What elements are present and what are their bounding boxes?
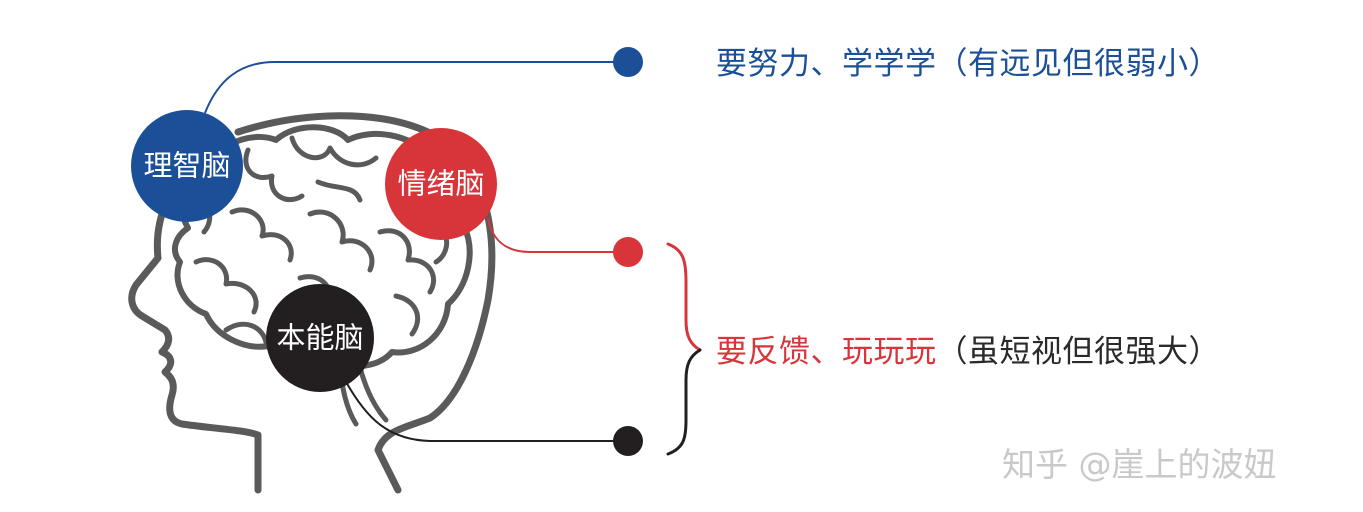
rational-end-dot — [613, 47, 643, 77]
instinct-connector-line — [344, 379, 626, 442]
watermark: 知乎 @崖上的波妞 — [1002, 445, 1277, 484]
brain-fold — [307, 209, 375, 273]
emotional-brain-label: 情绪脑 — [397, 166, 485, 201]
rational-brain-circle — [131, 110, 243, 222]
rational-connector-line — [204, 61, 626, 114]
head-outline — [128, 156, 262, 494]
brain-fold — [229, 207, 294, 263]
head-back-outline — [234, 112, 496, 494]
brain-fold — [243, 147, 305, 203]
instinct-end-dot — [613, 426, 643, 456]
brace-lower-half — [666, 348, 702, 456]
instinct-statement-note: （虽短视但很强大） — [936, 334, 1220, 370]
brace-upper-half — [666, 242, 702, 352]
brain-fold — [223, 321, 269, 345]
brain-folds — [193, 135, 450, 345]
rational-statement: 要努力、学学学（有远见但很弱小） — [716, 49, 1220, 80]
instinct-brain-circle — [266, 284, 374, 392]
rational-statement-main: 要努力、学学学 — [716, 46, 937, 82]
brain-fold — [315, 179, 363, 203]
emotional-end-dot — [613, 237, 643, 267]
brain-fold — [393, 293, 420, 337]
rational-brain-label: 理智脑 — [143, 148, 231, 183]
emotional-brain-circle — [385, 128, 497, 240]
brain-fold — [289, 135, 379, 168]
instinct-brain-label: 本能脑 — [276, 320, 364, 355]
emotional-statement-main: 要反馈、玩玩玩 — [716, 334, 937, 370]
brain-outline — [171, 124, 473, 370]
brain-fold — [377, 228, 437, 295]
emotional-instinct-statement: 要反馈、玩玩玩（虽短视但很强大） — [716, 337, 1220, 368]
rational-statement-note: （有远见但很弱小） — [936, 46, 1220, 82]
emotional-connector-line — [487, 217, 626, 253]
brain-fold — [193, 257, 259, 315]
